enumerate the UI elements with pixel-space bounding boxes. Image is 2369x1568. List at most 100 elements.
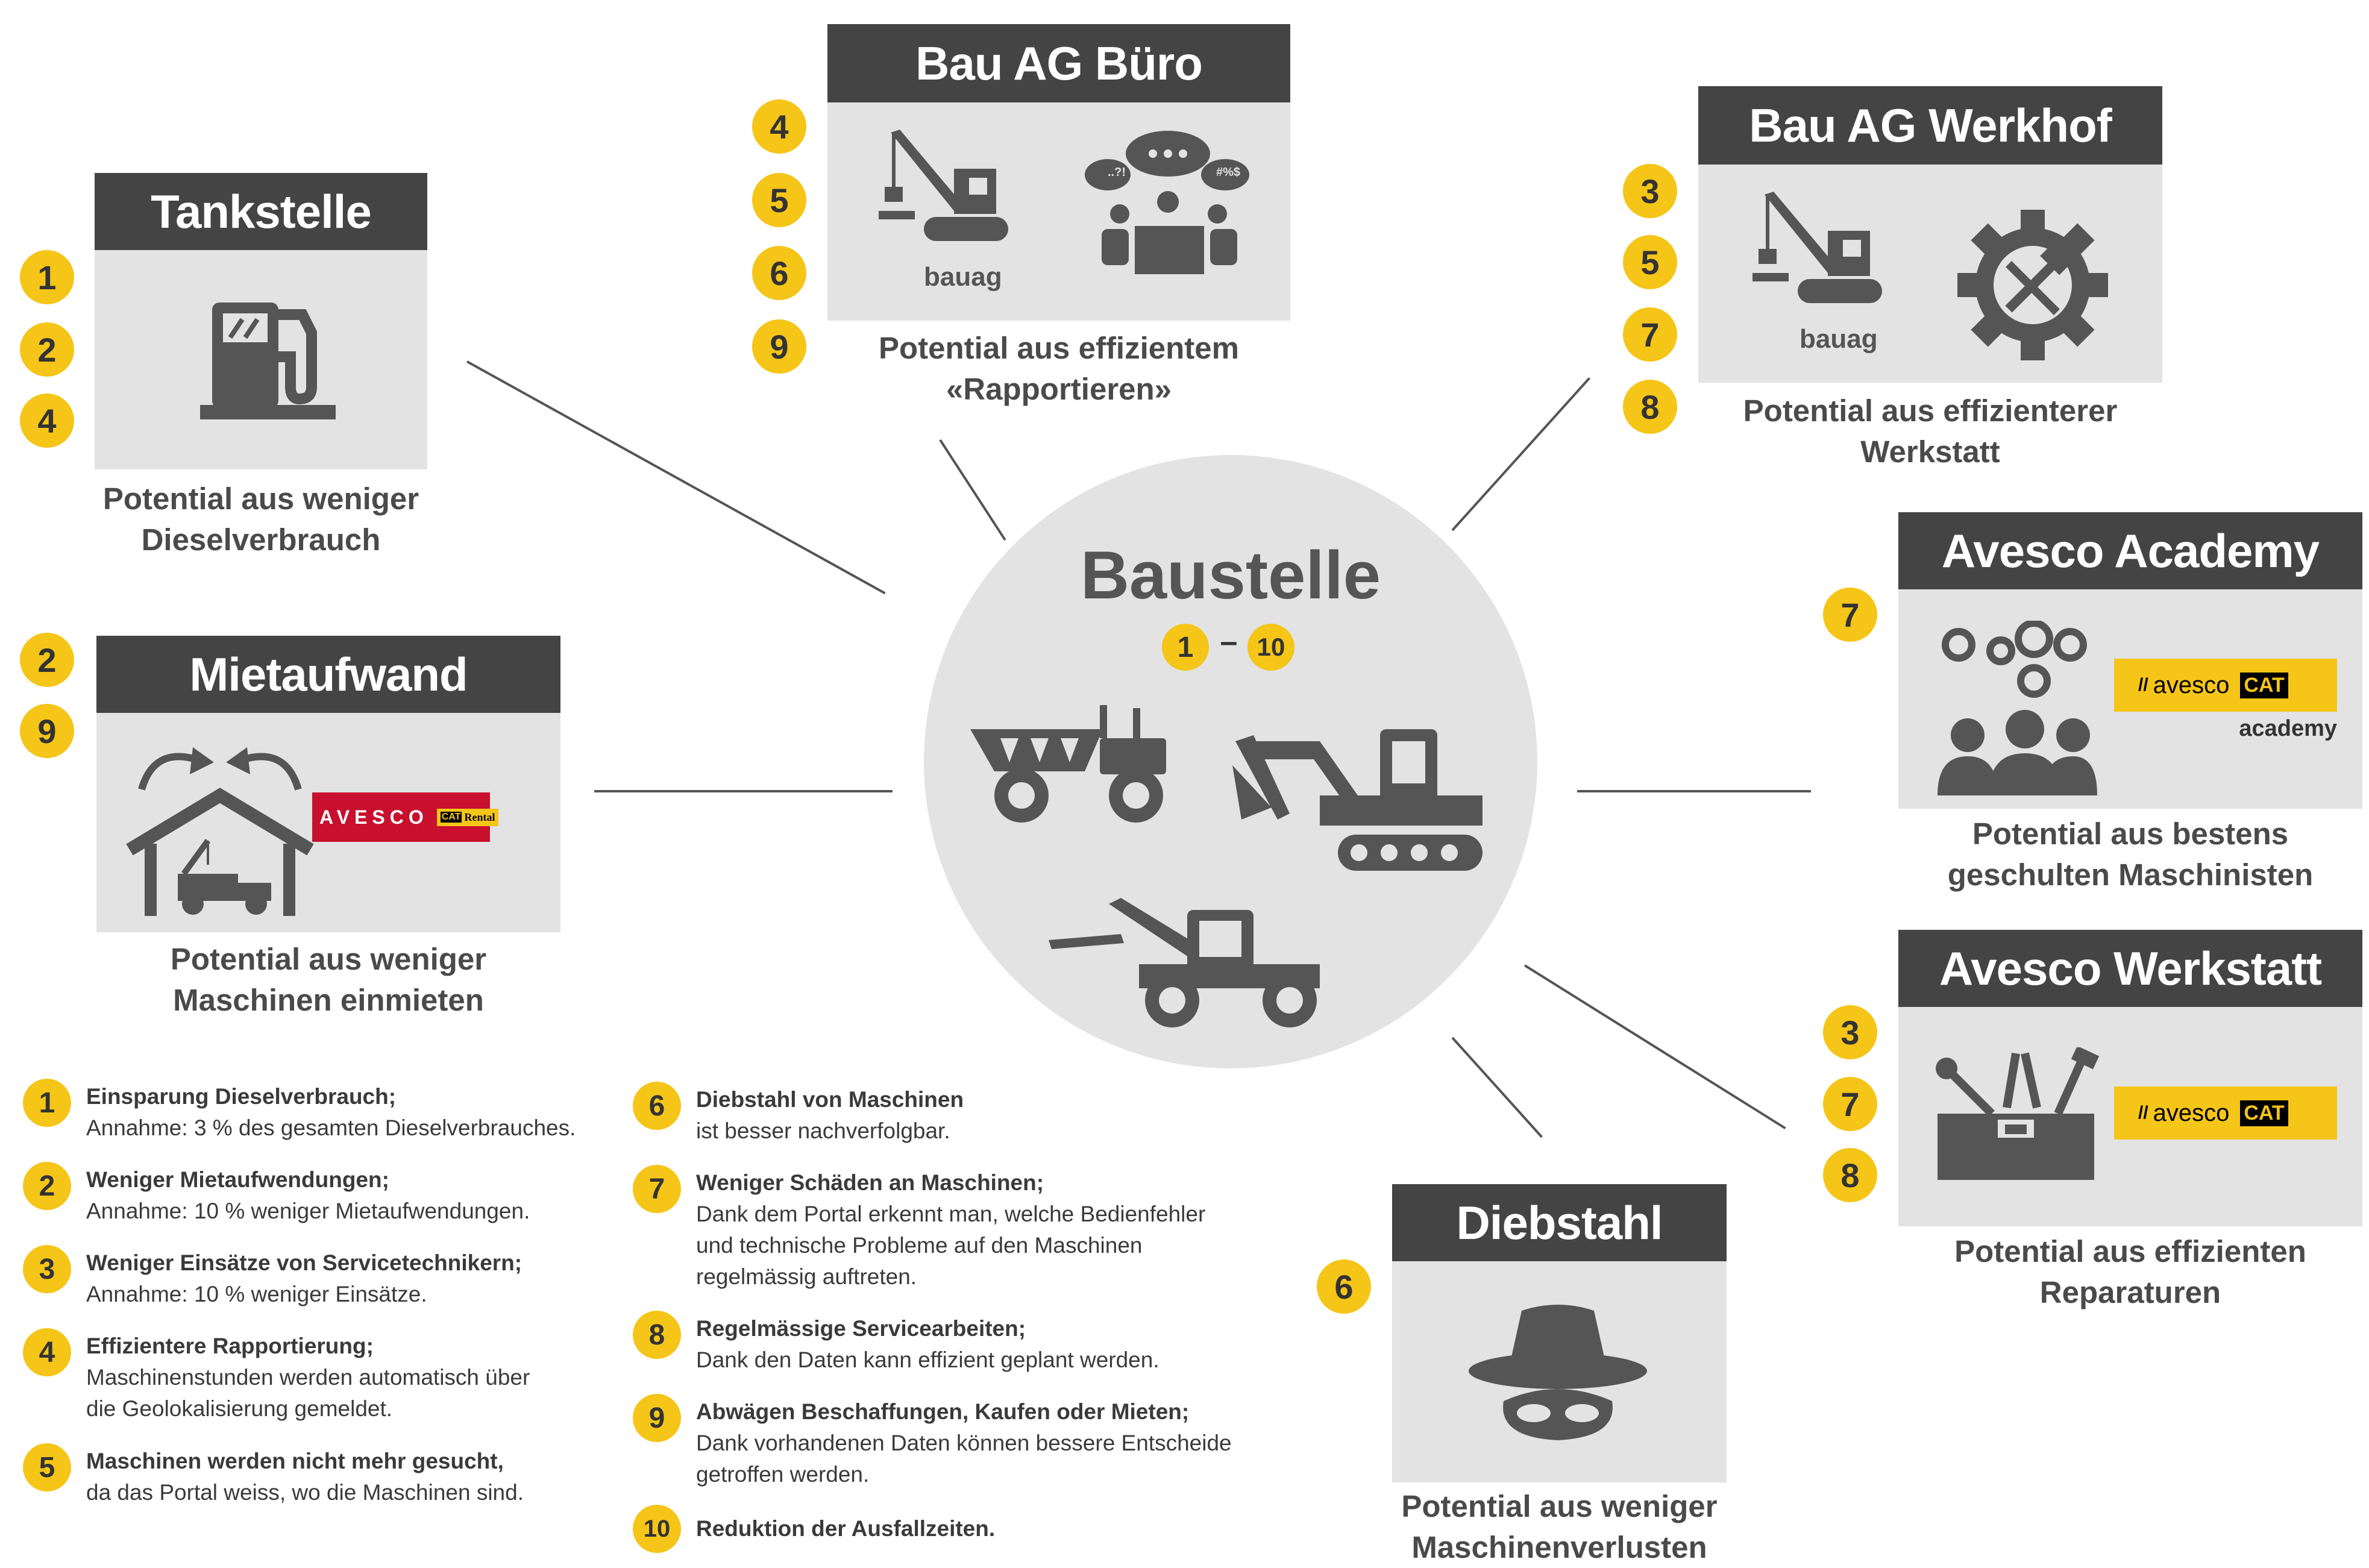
werkhof-title: Bau AG Werkhof [1698, 86, 2162, 165]
buero-title: Bau AG Büro [827, 24, 1290, 102]
werkstatt-caption-line2: Reparaturen [2039, 1275, 2221, 1309]
tankstelle-caption-line2: Dieselverbrauch [141, 522, 381, 557]
baustelle-title: Baustelle [1081, 538, 1381, 613]
werkhof-badge-8: 8 [1623, 380, 1677, 434]
crane-icon [879, 130, 1008, 241]
werkhof-caption: Potential aus effizienterer Werkstatt [1698, 390, 2162, 472]
legend-desc: getroffen werden. [696, 1462, 870, 1487]
tankstelle-box: Tankstelle [95, 173, 427, 469]
bubble-left-text: ..?! [1108, 166, 1126, 179]
dump-truck-icon [970, 705, 1166, 823]
legend-title: Weniger Einsätze von Servicetechnikern; [86, 1250, 522, 1275]
buero-badge-6: 6 [752, 246, 806, 300]
tankstelle-badge-4: 4 [20, 394, 74, 448]
tankstelle-badge-2: 2 [20, 322, 74, 377]
legend-badge: 1 [23, 1079, 71, 1127]
diebstahl-caption-line1: Potential aus weniger [1401, 1489, 1718, 1523]
avesco-rental-text: AVESCO [319, 806, 428, 828]
connector-tankstelle [466, 360, 886, 595]
tankstelle-caption-line1: Potential aus weniger [102, 481, 419, 516]
miet-box: Mietaufwand AVESCO CAT Rental [96, 636, 560, 932]
werkstatt-caption-line1: Potential aus effizienten [1954, 1234, 2306, 1269]
legend-badge: 5 [23, 1443, 71, 1491]
legend-badge: 6 [633, 1082, 681, 1130]
range-to-badge: 10 [1247, 624, 1294, 671]
legend-title: Abwägen Beschaffungen, Kaufen oder Miete… [696, 1399, 1190, 1424]
buero-badge-4: 4 [752, 99, 806, 154]
avesco-academy-logo: // avesco CAT [2114, 659, 2337, 712]
werkhof-bauag-logo: bauag [1799, 324, 1878, 354]
legend-badge: 3 [23, 1245, 71, 1293]
avesco-werkstatt-logo: // avesco CAT [2114, 1087, 2337, 1140]
tankstelle-title: Tankstelle [95, 173, 427, 250]
diebstahl-badge-6: 6 [1317, 1259, 1371, 1314]
werkhof-badge-7: 7 [1623, 307, 1677, 362]
buero-caption-line1: Potential aus effizientem [879, 331, 1239, 365]
miet-caption-line1: Potential aus weniger [170, 942, 487, 976]
thief-icon [1469, 1305, 1647, 1440]
legend-desc: da das Portal weiss, wo die Maschinen si… [86, 1480, 524, 1505]
connector-buero [939, 439, 1006, 541]
meeting-icon [1085, 131, 1249, 274]
werkhof-box: Bau AG Werkhof bauag [1698, 86, 2162, 383]
legend-title: Weniger Mietaufwendungen; [86, 1167, 389, 1192]
buero-box: Bau AG Büro bauag ..?! #%$ [827, 24, 1290, 321]
academy-badge-7: 7 [1823, 588, 1877, 642]
academy-box: Avesco Academy // avesco CAT academy [1898, 512, 2362, 809]
avesco-logo-text: avesco [2153, 1099, 2230, 1126]
buero-bauag-logo: bauag [924, 262, 1002, 292]
miet-caption-line2: Maschinen einmieten [173, 983, 484, 1017]
legend-desc: Annahme: 10 % weniger Mietaufwendungen. [86, 1199, 530, 1223]
legend-desc: Annahme: 10 % weniger Einsätze. [86, 1282, 427, 1306]
fuel-pump-icon [200, 303, 336, 419]
legend-title: Weniger Schäden an Maschinen; [696, 1170, 1044, 1195]
excavator-icon [1232, 729, 1483, 871]
legend-desc: ist besser nachverfolgbar. [696, 1118, 950, 1143]
avesco-slash-icon: // [2138, 675, 2148, 695]
avesco-slash-icon: // [2138, 1103, 2148, 1123]
people-gears-icon [1938, 621, 2097, 795]
legend-desc: Dank dem Portal erkennt man, welche Bedi… [696, 1202, 1206, 1226]
garage-rental-icon [126, 747, 314, 916]
diebstahl-title: Diebstahl [1392, 1184, 1727, 1261]
gear-tools-icon [1957, 210, 2108, 360]
cat-logo-text: CAT [440, 812, 462, 823]
cat-logo: CAT [2240, 672, 2288, 698]
werkstatt-title: Avesco Werkstatt [1898, 930, 2362, 1007]
buero-caption-line2: «Rapportieren» [946, 372, 1172, 406]
legend-badge: 10 [633, 1505, 681, 1553]
werkstatt-badge-3: 3 [1823, 1005, 1877, 1059]
diebstahl-caption: Potential aus weniger Maschinenverlusten [1374, 1486, 1745, 1568]
avesco-logo-text: avesco [2153, 671, 2230, 698]
range-dash: – [1220, 624, 1238, 659]
legend-badge: 8 [633, 1311, 681, 1359]
connector-diebstahl [1451, 1036, 1543, 1138]
werkhof-caption-line1: Potential aus effizienterer [1743, 394, 2118, 428]
connector-werkhof [1451, 377, 1590, 532]
connector-miet [594, 790, 893, 792]
legend-desc: die Geolokalisierung gemeldet. [86, 1396, 393, 1421]
werkstatt-badge-7: 7 [1823, 1077, 1877, 1131]
tankstelle-badge-1: 1 [20, 250, 74, 304]
miet-title: Mietaufwand [96, 636, 560, 713]
avesco-rental-logo: AVESCO CAT Rental [312, 792, 499, 842]
range-from-badge: 1 [1162, 624, 1209, 671]
academy-title: Avesco Academy [1898, 512, 2362, 589]
tankstelle-caption: Potential aus weniger Dieselverbrauch [60, 478, 462, 560]
legend-title: Effizientere Rapportierung; [86, 1334, 374, 1358]
crane-icon [1752, 192, 1882, 303]
werkstatt-box: Avesco Werkstatt // avesco CAT [1898, 930, 2362, 1226]
legend-title: Regelmässige Servicearbeiten; [696, 1316, 1026, 1341]
legend-badge: 9 [633, 1394, 681, 1442]
legend-desc: und technische Probleme auf den Maschine… [696, 1233, 1143, 1258]
legend-badge: 2 [23, 1162, 71, 1210]
werkhof-badge-3: 3 [1623, 164, 1677, 218]
diebstahl-box: Diebstahl [1392, 1184, 1727, 1482]
legend-title: Einsparung Dieselverbrauch; [86, 1084, 397, 1109]
legend-desc: Annahme: 3 % des gesamten Dieselverbrauc… [86, 1115, 576, 1140]
telehandler-icon [1049, 898, 1320, 1027]
cat-logo: CAT [2240, 1100, 2288, 1126]
academy-caption: Potential aus bestens geschulten Maschin… [1898, 814, 2362, 895]
academy-logo-sub: academy [2239, 716, 2337, 741]
werkstatt-badge-8: 8 [1823, 1148, 1877, 1202]
